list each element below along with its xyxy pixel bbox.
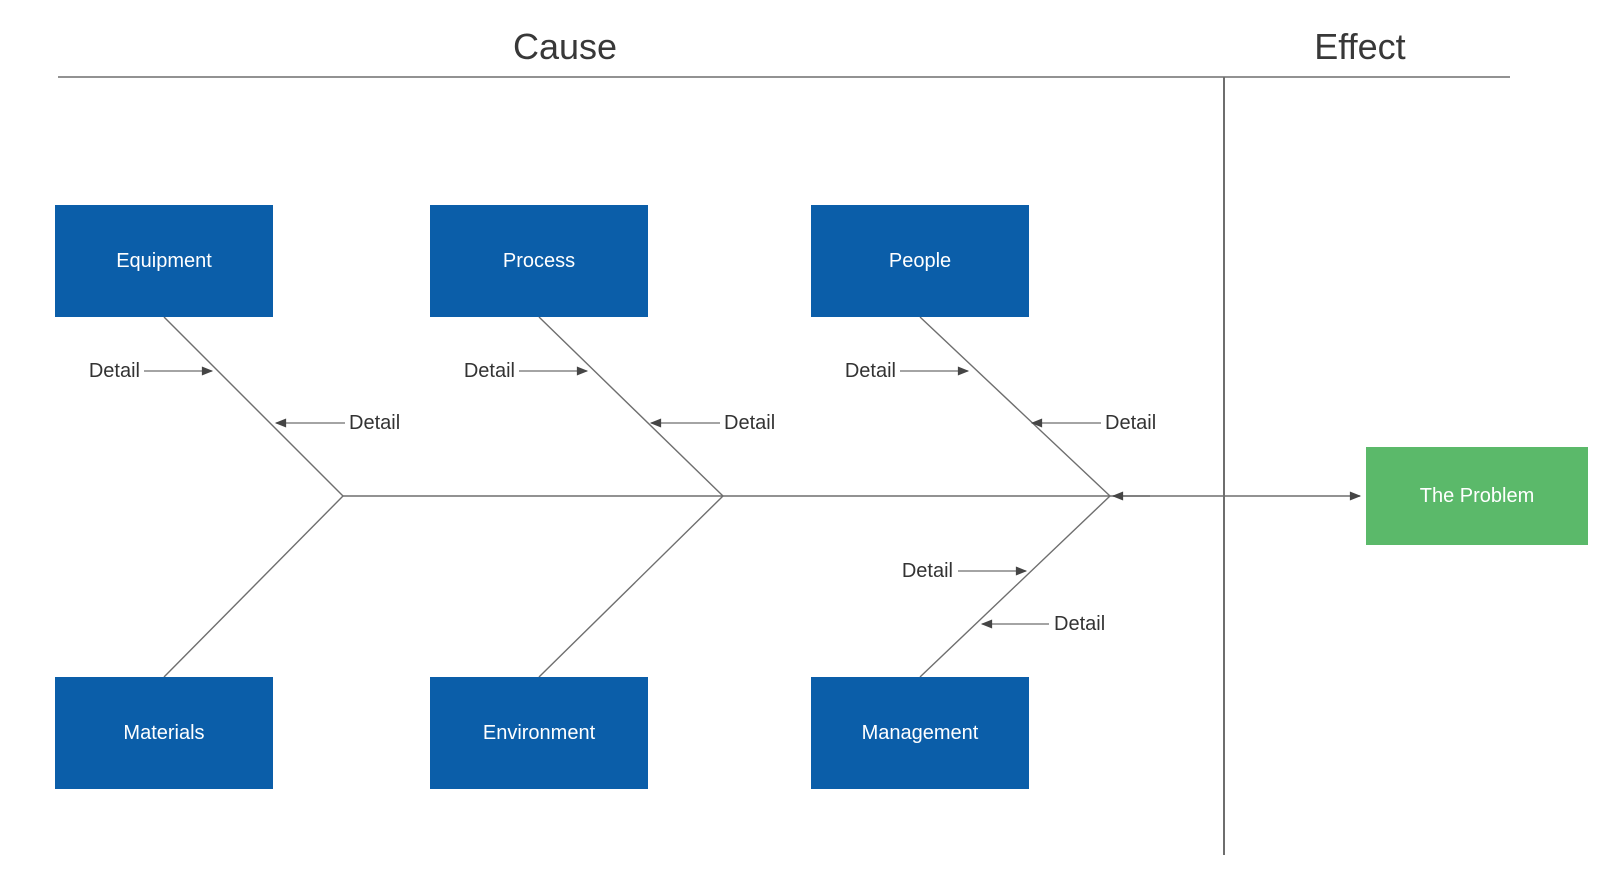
detail-label-management-left[interactable]: Detail [901,560,953,582]
problem-label: The Problem [1419,484,1535,507]
equipment-rib-line [163,316,344,497]
detail-label-people-left[interactable]: Detail [844,360,896,382]
detail-label-management-right[interactable]: Detail [1054,613,1106,635]
category-box-people[interactable]: People [811,205,1029,317]
category-box-equipment[interactable]: Equipment [55,205,273,317]
problem-box[interactable]: The Problem [1366,447,1588,545]
category-box-materials[interactable]: Materials [55,677,273,789]
process-rib-line [538,316,724,497]
category-label-people: People [888,249,952,272]
category-label-process: Process [502,249,576,272]
detail-label-equipment-right[interactable]: Detail [349,412,401,434]
effect-section-title: Effect [1314,26,1406,67]
category-label-equipment: Equipment [116,249,212,272]
environment-rib-line [538,495,724,678]
detail-label-process-right[interactable]: Detail [724,412,776,434]
detail-label-process-left[interactable]: Detail [463,360,515,382]
category-label-materials: Materials [123,721,205,744]
category-box-process[interactable]: Process [430,205,648,317]
people-rib-line [919,316,1111,497]
category-box-environment[interactable]: Environment [430,677,648,789]
detail-label-people-right[interactable]: Detail [1105,412,1157,434]
category-box-management[interactable]: Management [811,677,1029,789]
management-rib-line [919,495,1111,678]
detail-label-equipment-left[interactable]: Detail [88,360,140,382]
category-label-management: Management [861,721,979,744]
materials-rib-line [163,495,344,678]
category-label-environment: Environment [482,721,596,744]
cause-section-title: Cause [512,26,618,67]
